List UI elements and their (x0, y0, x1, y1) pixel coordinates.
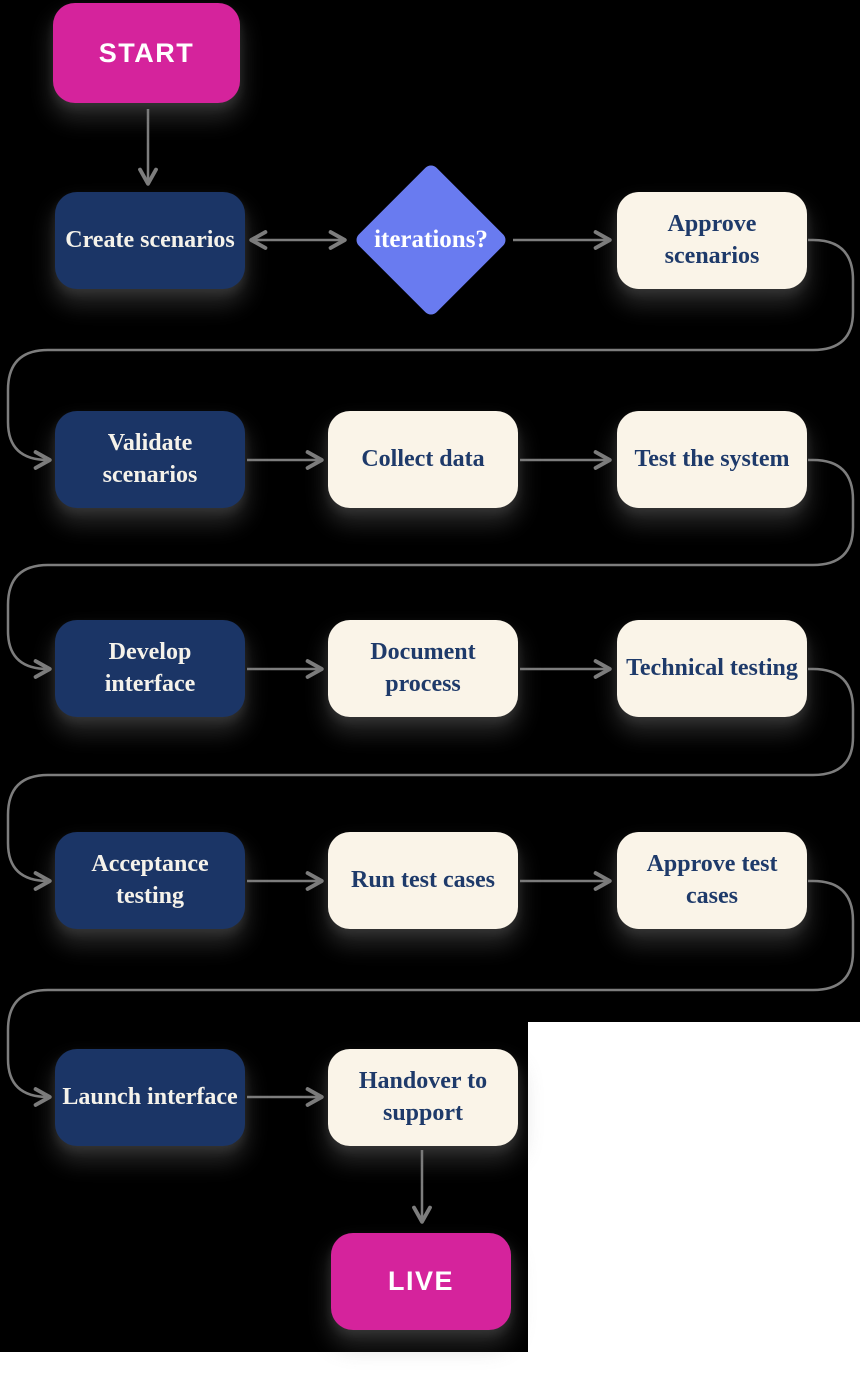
node-collect-data: Collect data (328, 411, 518, 508)
edge-wrap-testsys-develop (6, 458, 855, 679)
node-approve-test-cases-label: Approve test cases (646, 850, 778, 909)
node-acceptance-testing-label: Acceptance testing (91, 850, 209, 909)
node-handover-to-support-label: Handover to support (358, 1067, 488, 1126)
white-backdrop-right (528, 1022, 860, 1380)
white-backdrop-bottom (0, 1352, 860, 1380)
node-approve-scenarios: Approve scenarios (617, 192, 807, 289)
node-validate-scenarios: Validate scenarios (55, 411, 245, 508)
node-validate-scenarios-label: Validate scenarios (102, 429, 198, 488)
node-collect-data-label: Collect data (361, 445, 485, 472)
edge-wrap-technical-acceptance (6, 667, 855, 891)
node-approve-scenarios-label: Approve scenarios (664, 210, 760, 269)
node-live-label: LIVE (387, 1266, 454, 1296)
edge-wrap-approve-validate (6, 238, 855, 470)
node-develop-interface-label: Develop interface (104, 638, 196, 697)
node-create-scenarios-label: Create scenarios (65, 226, 235, 253)
node-run-test-cases-label: Run test cases (351, 866, 495, 893)
node-technical-testing: Technical testing (617, 620, 807, 717)
node-launch-interface: Launch interface (55, 1049, 245, 1146)
node-test-the-system-label: Test the system (634, 445, 790, 472)
node-start: START (53, 3, 240, 103)
node-approve-test-cases: Approve test cases (617, 832, 807, 929)
node-start-label: START (98, 37, 195, 68)
node-technical-testing-label: Technical testing (626, 654, 798, 681)
decision-iterations: iterations? (353, 162, 509, 318)
node-handover-to-support: Handover to support (328, 1049, 518, 1146)
node-document-process: Document process (328, 620, 518, 717)
node-acceptance-testing: Acceptance testing (55, 832, 245, 929)
node-create-scenarios: Create scenarios (55, 192, 245, 289)
node-document-process-label: Document process (370, 638, 476, 697)
edge-wrap-approvetc-launch (6, 879, 855, 1107)
node-run-test-cases: Run test cases (328, 832, 518, 929)
node-live: LIVE (331, 1233, 511, 1330)
node-develop-interface: Develop interface (55, 620, 245, 717)
node-test-the-system: Test the system (617, 411, 807, 508)
node-launch-interface-label: Launch interface (62, 1083, 238, 1110)
decision-iterations-label: iterations? (374, 226, 488, 253)
